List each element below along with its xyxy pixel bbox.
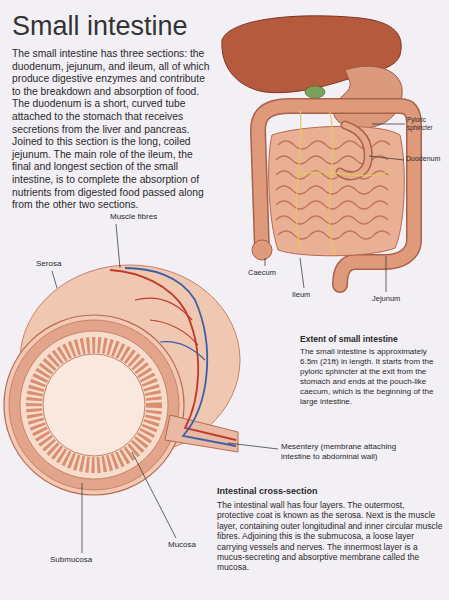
part-label: Serosa — [36, 259, 81, 269]
part-label: Mucosa — [168, 540, 213, 550]
part-label: Pyloric sphincter — [407, 116, 447, 131]
page-title: Small intestine — [12, 10, 312, 42]
caption-text: The small intestine is approximately 6.5… — [300, 347, 446, 407]
part-label: Duodenum — [406, 155, 446, 164]
part-label: Mesentery (membrane attaching intestine … — [281, 442, 407, 462]
part-label: Ileum — [292, 290, 327, 299]
digestive-organs — [222, 16, 414, 285]
part-label: Submucosa — [50, 555, 110, 565]
caption-heading: Extent of small intestine — [300, 334, 446, 344]
part-label: Muscle fibres — [110, 212, 180, 222]
part-label: Jejunum — [372, 294, 417, 303]
caption-text: The intestinal wall has four layers. The… — [217, 500, 443, 573]
leader-lines — [265, 124, 405, 292]
cross-section — [4, 265, 240, 495]
part-label: Caecum — [248, 268, 293, 277]
intro-text: The small intestine has three sections: … — [12, 48, 212, 212]
caption-heading: Intestinal cross-section — [217, 486, 443, 497]
